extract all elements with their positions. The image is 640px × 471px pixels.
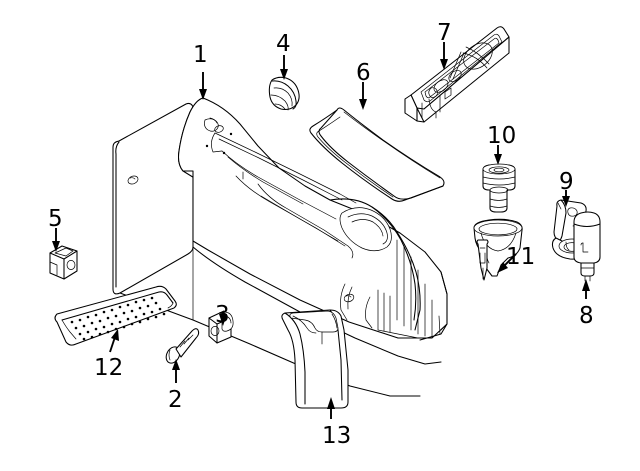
callout-label-11: 11 [506, 244, 536, 270]
callout-label-5: 5 [48, 206, 63, 232]
console-tray-mat[interactable] [54, 285, 177, 346]
callout-label-1: 1 [193, 42, 208, 68]
cigar-lighter-element[interactable] [573, 211, 601, 282]
callout-leaders [52, 42, 590, 419]
lighter-socket-housing[interactable] [473, 218, 523, 281]
lighter-socket-cap[interactable] [482, 163, 516, 213]
bracket-clip[interactable] [208, 310, 234, 344]
callout-label-10: 10 [487, 123, 517, 149]
console-carpet-panel[interactable] [309, 107, 445, 202]
console-body-main[interactable] [112, 97, 448, 397]
callout-label-9: 9 [559, 169, 574, 195]
callout-label-12: 12 [94, 355, 124, 381]
callout-label-4: 4 [276, 31, 291, 57]
callout-label-2: 2 [168, 387, 183, 413]
rear-console-cover[interactable] [281, 309, 349, 409]
callout-label-7: 7 [437, 20, 452, 46]
push-pin-fastener[interactable] [163, 328, 200, 366]
callout-label-3: 3 [215, 302, 230, 328]
side-clip-bracket[interactable] [49, 245, 78, 280]
callout-label-6: 6 [356, 60, 371, 86]
callout-label-13: 13 [322, 423, 352, 449]
shift-boot-ring[interactable] [268, 76, 300, 111]
callout-label-8: 8 [579, 303, 594, 329]
cupholder-trim-bezel[interactable] [404, 26, 510, 123]
